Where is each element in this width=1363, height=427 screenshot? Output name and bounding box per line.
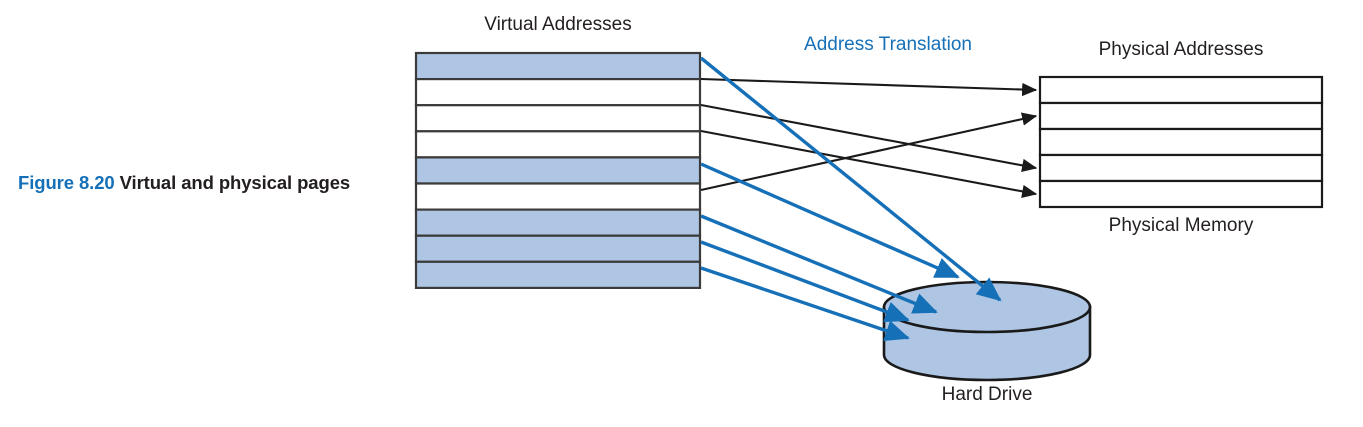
physical-page-row-3 <box>1038 127 1324 157</box>
map-arrow-v3-to-p4 <box>700 103 1038 172</box>
map-arrow-v9-to-disk <box>700 266 910 341</box>
virtual-page-row-5 <box>414 156 702 185</box>
physical-page-table <box>1038 75 1324 209</box>
physical-page-row-4 <box>1038 153 1324 183</box>
physical-addresses-title: Physical Addresses <box>1099 39 1264 60</box>
hard-drive-cylinder <box>882 280 1092 382</box>
address-translation-label: Address Translation <box>804 34 972 55</box>
physical-memory-label: Physical Memory <box>1109 215 1254 236</box>
virtual-page-row-9 <box>414 260 702 289</box>
virtual-page-row-1 <box>414 51 702 81</box>
address-translation-arrows-disk <box>699 56 1002 341</box>
virtual-addresses-title: Virtual Addresses <box>484 14 632 35</box>
map-arrow-v6-to-p2 <box>700 112 1038 192</box>
virtual-page-row-6 <box>414 182 702 211</box>
address-translation-arrows-memory <box>700 77 1038 198</box>
figure-number: Figure 8.20 <box>18 172 115 193</box>
virtual-page-row-2 <box>414 77 702 107</box>
figure-caption: Figure 8.20 Virtual and physical pages <box>18 170 373 196</box>
map-arrow-v4-to-p5 <box>700 129 1038 198</box>
hard-drive-label: Hard Drive <box>942 384 1033 405</box>
map-arrow-v7-to-disk <box>700 214 938 314</box>
map-arrow-v2-to-p1 <box>700 77 1038 97</box>
figure-caption-text: Virtual and physical pages <box>119 172 351 193</box>
virtual-page-row-8 <box>414 234 702 263</box>
virtual-page-row-4 <box>414 130 702 159</box>
physical-page-row-2 <box>1038 101 1324 131</box>
physical-page-row-1 <box>1038 75 1324 105</box>
map-arrow-v5-to-disk <box>700 162 960 279</box>
map-arrow-v8-to-disk <box>700 240 910 323</box>
physical-page-row-5 <box>1038 179 1324 209</box>
virtual-page-table <box>414 51 702 289</box>
virtual-page-row-3 <box>414 104 702 133</box>
virtual-page-row-7 <box>414 208 702 237</box>
